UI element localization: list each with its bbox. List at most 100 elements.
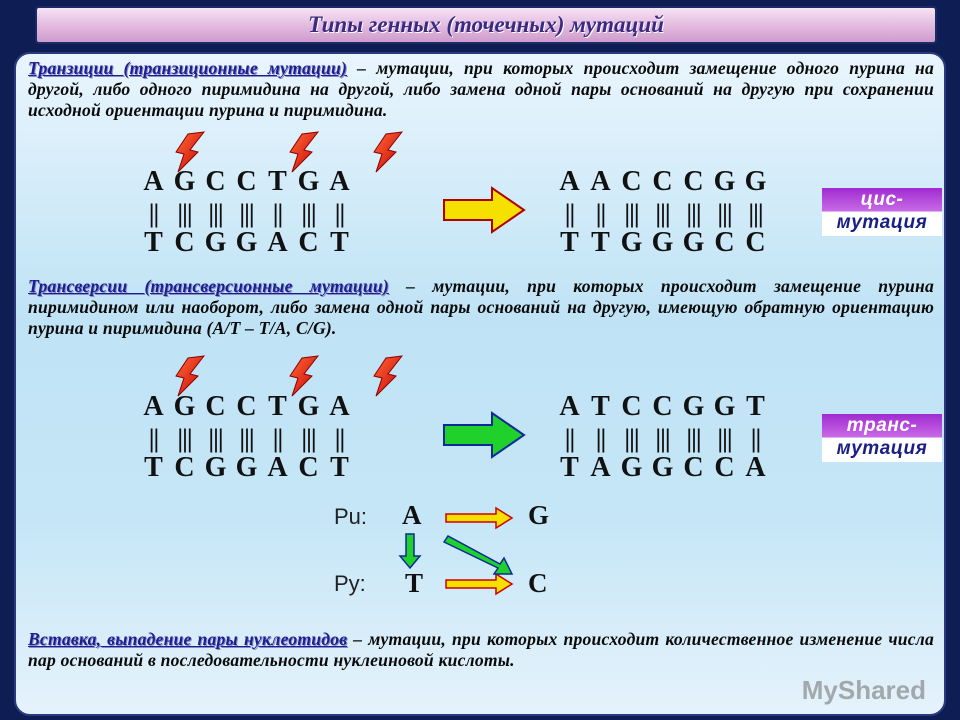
base-c: C <box>528 568 548 598</box>
lightning-icon <box>289 131 320 173</box>
nucleotide-base: T <box>560 227 579 258</box>
nucleotide-base: C <box>174 452 195 483</box>
nucleotide-base: A <box>559 166 580 197</box>
nucleotide-base: T <box>268 391 287 422</box>
nucleotide-base: G <box>744 166 767 197</box>
nucleotide-base: C <box>621 391 642 422</box>
hydrogen-bond: || <box>272 424 283 453</box>
hydrogen-bond: ||| <box>655 199 670 228</box>
base-t: T <box>405 568 424 598</box>
trans-tag-line2: мутация <box>836 438 928 459</box>
nucleotide-base: G <box>204 452 227 483</box>
nucleotide-base: C <box>683 452 704 483</box>
hydrogen-bond: || <box>334 424 345 453</box>
nucleotide-base: C <box>714 452 735 483</box>
hydrogen-bond: || <box>564 199 575 228</box>
hydrogen-bond: ||| <box>208 199 223 228</box>
nucleotide-base: G <box>297 166 320 197</box>
nucleotide-base: G <box>235 452 258 483</box>
nucleotide-base: A <box>329 166 350 197</box>
ex1-mutant-bonds: ||||||||||||||||||| <box>554 199 771 229</box>
nucleotide-base: A <box>590 452 611 483</box>
nucleotide-base: C <box>236 391 257 422</box>
nucleotide-base: T <box>144 227 163 258</box>
nucleotide-base: G <box>204 227 227 258</box>
base-g: G <box>528 500 550 530</box>
hydrogen-bond: || <box>334 199 345 228</box>
hydrogen-bond: ||| <box>686 424 701 453</box>
nucleotide-base: A <box>267 452 288 483</box>
graphics-layer <box>175 131 526 596</box>
lightning-icon <box>175 131 206 173</box>
nucleotide-base: A <box>559 391 580 422</box>
hydrogen-bond: || <box>595 424 606 453</box>
nucleotide-base: G <box>173 166 196 197</box>
a-to-g-arrow-icon <box>445 506 514 530</box>
hydrogen-bond: ||| <box>717 199 732 228</box>
transitions-paragraph: Транзиции (транзиционные мутации) – мута… <box>28 58 934 121</box>
nucleotide-base: T <box>268 166 287 197</box>
transversions-paragraph: Трансверсии (трансверсионные мутации) – … <box>28 276 934 339</box>
hydrogen-bond: ||| <box>177 424 192 453</box>
nucleotide-base: G <box>713 166 736 197</box>
nucleotide-base: T <box>746 391 765 422</box>
a-to-c-arrow-icon <box>442 535 514 575</box>
hydrogen-bond: ||| <box>624 199 639 228</box>
transversions-text: – мутации, при которых происходит замеще… <box>28 276 934 338</box>
insertion-term: Вставка, выпадение пары нуклеотидов <box>28 629 348 649</box>
cis-tag-line1: цис- <box>860 189 904 210</box>
hydrogen-bond: ||| <box>748 199 763 228</box>
nucleotide-base: C <box>683 166 704 197</box>
nucleotide-base: G <box>713 391 736 422</box>
hydrogen-bond: ||| <box>301 424 316 453</box>
nucleotide-base: C <box>236 166 257 197</box>
insertion-text: – мутации, при которых происходит количе… <box>28 629 935 670</box>
hydrogen-bond: ||| <box>655 424 670 453</box>
trans-tag-line1: транс- <box>846 415 918 436</box>
nucleotide-base: G <box>235 227 258 258</box>
lightning-icon <box>289 355 320 397</box>
nucleotide-base: T <box>330 452 349 483</box>
nucleotide-base: G <box>297 391 320 422</box>
nucleotide-base: C <box>621 166 642 197</box>
nucleotide-base: G <box>651 452 674 483</box>
hydrogen-bond: ||| <box>624 424 639 453</box>
hydrogen-bond: || <box>148 199 159 228</box>
nucleotide-base: G <box>620 452 643 483</box>
nucleotide-base: C <box>174 227 195 258</box>
nucleotide-base: G <box>173 391 196 422</box>
nucleotide-base: A <box>143 166 164 197</box>
slide-title: Типы генных (точечных) мутаций <box>35 6 937 44</box>
lightning-icon <box>175 355 206 397</box>
nucleotide-base: A <box>745 452 766 483</box>
hydrogen-bond: ||| <box>239 424 254 453</box>
hydrogen-bond: ||| <box>208 424 223 453</box>
nucleotide-base: T <box>591 227 610 258</box>
nucleotide-base: G <box>620 227 643 258</box>
transitions-term: Транзиции (транзиционные мутации) <box>28 58 348 78</box>
hydrogen-bond: ||| <box>177 199 192 228</box>
insertion-paragraph: Вставка, выпадение пары нуклеотидов – му… <box>28 629 934 671</box>
transitions-text: – мутации, при которых происходит замеще… <box>28 58 934 120</box>
lightning-icon <box>373 131 404 173</box>
ex1-original-bonds: |||||||||||||||||| <box>138 199 355 229</box>
hydrogen-bond: ||| <box>239 199 254 228</box>
transversions-term: Трансверсии (трансверсионные мутации) <box>28 276 389 296</box>
nucleotide-base: G <box>651 227 674 258</box>
lightning-icon <box>373 355 404 397</box>
nucleotide-base: T <box>144 452 163 483</box>
transition-arrow-icon <box>443 186 526 234</box>
hydrogen-bond: || <box>595 199 606 228</box>
cis-tag-line2: мутация <box>836 212 928 233</box>
nucleotide-base: A <box>267 227 288 258</box>
hydrogen-bond: || <box>564 424 575 453</box>
nucleotide-base: C <box>714 227 735 258</box>
purine-label: Pu: <box>334 504 368 529</box>
